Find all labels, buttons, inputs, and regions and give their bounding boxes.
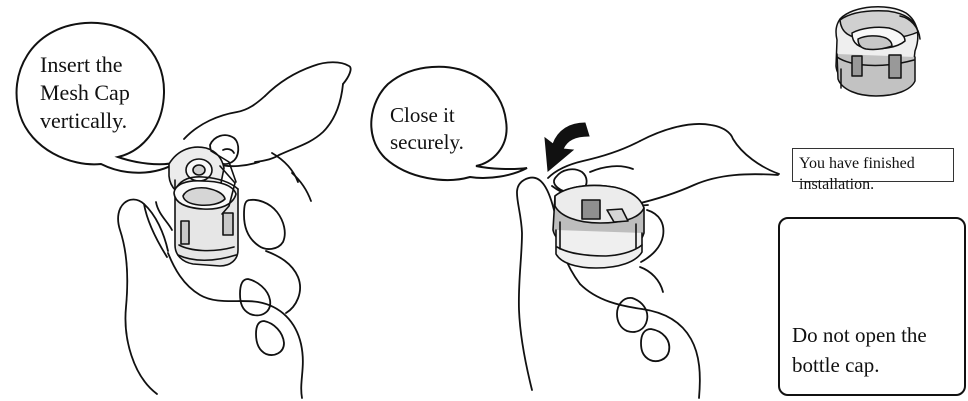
finished-message-text: You have finished installation. <box>799 153 947 195</box>
left-mesh-cap-illustration <box>169 147 238 266</box>
close-callout-text: Close it securely. <box>390 102 480 156</box>
down-curved-arrow-icon <box>545 123 589 171</box>
middle-mesh-cap-illustration <box>553 185 644 268</box>
insert-callout-text: Insert the Mesh Cap vertically. <box>40 51 150 135</box>
warning-message-text: Do not open the bottle cap. <box>792 320 927 380</box>
finished-message-box: You have finished installation. <box>792 148 954 182</box>
finished-device-illustration <box>836 7 920 96</box>
middle-hands-illustration <box>517 124 779 398</box>
warning-panel: Do not open the bottle cap. <box>778 217 966 396</box>
